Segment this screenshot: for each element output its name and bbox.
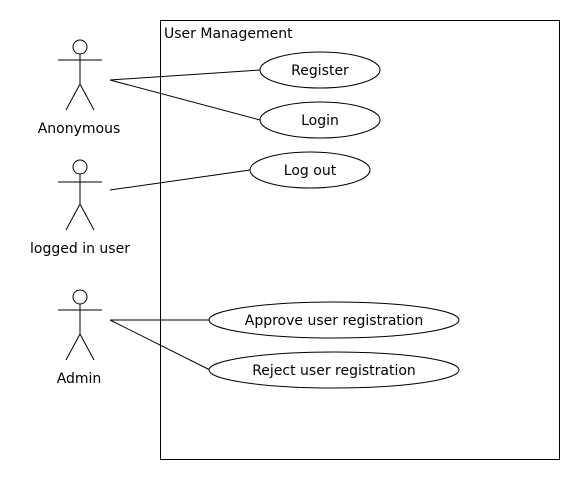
use-case-approve-registration: Approve user registration <box>208 301 460 339</box>
association-anonymous-register <box>109 69 261 81</box>
actor-logged-in-user: logged in user <box>30 159 130 257</box>
stick-figure-icon <box>58 39 102 111</box>
use-case-register: Register <box>259 51 381 89</box>
actor-label-logged-in-user: logged in user <box>30 241 130 257</box>
stick-figure-icon <box>58 159 102 231</box>
use-case-label-logout: Log out <box>284 163 337 179</box>
actor-anonymous: Anonymous <box>38 39 121 137</box>
use-case-reject-registration: Reject user registration <box>208 351 460 389</box>
use-case-logout: Log out <box>249 151 371 189</box>
actor-label-anonymous: Anonymous <box>38 121 121 137</box>
association-logged-in-logout <box>109 169 251 191</box>
use-case-label-reject: Reject user registration <box>252 363 416 379</box>
use-case-label-login: Login <box>301 113 339 129</box>
actor-label-admin: Admin <box>57 371 102 387</box>
use-case-login: Login <box>259 101 381 139</box>
system-title: User Management <box>164 26 293 42</box>
use-case-label-approve: Approve user registration <box>245 313 423 329</box>
association-admin-reject <box>109 319 211 371</box>
association-anonymous-login <box>109 79 261 121</box>
system-boundary <box>160 20 560 460</box>
use-case-label-register: Register <box>291 63 349 79</box>
actor-admin: Admin <box>57 289 102 387</box>
stick-figure-icon <box>58 289 102 361</box>
